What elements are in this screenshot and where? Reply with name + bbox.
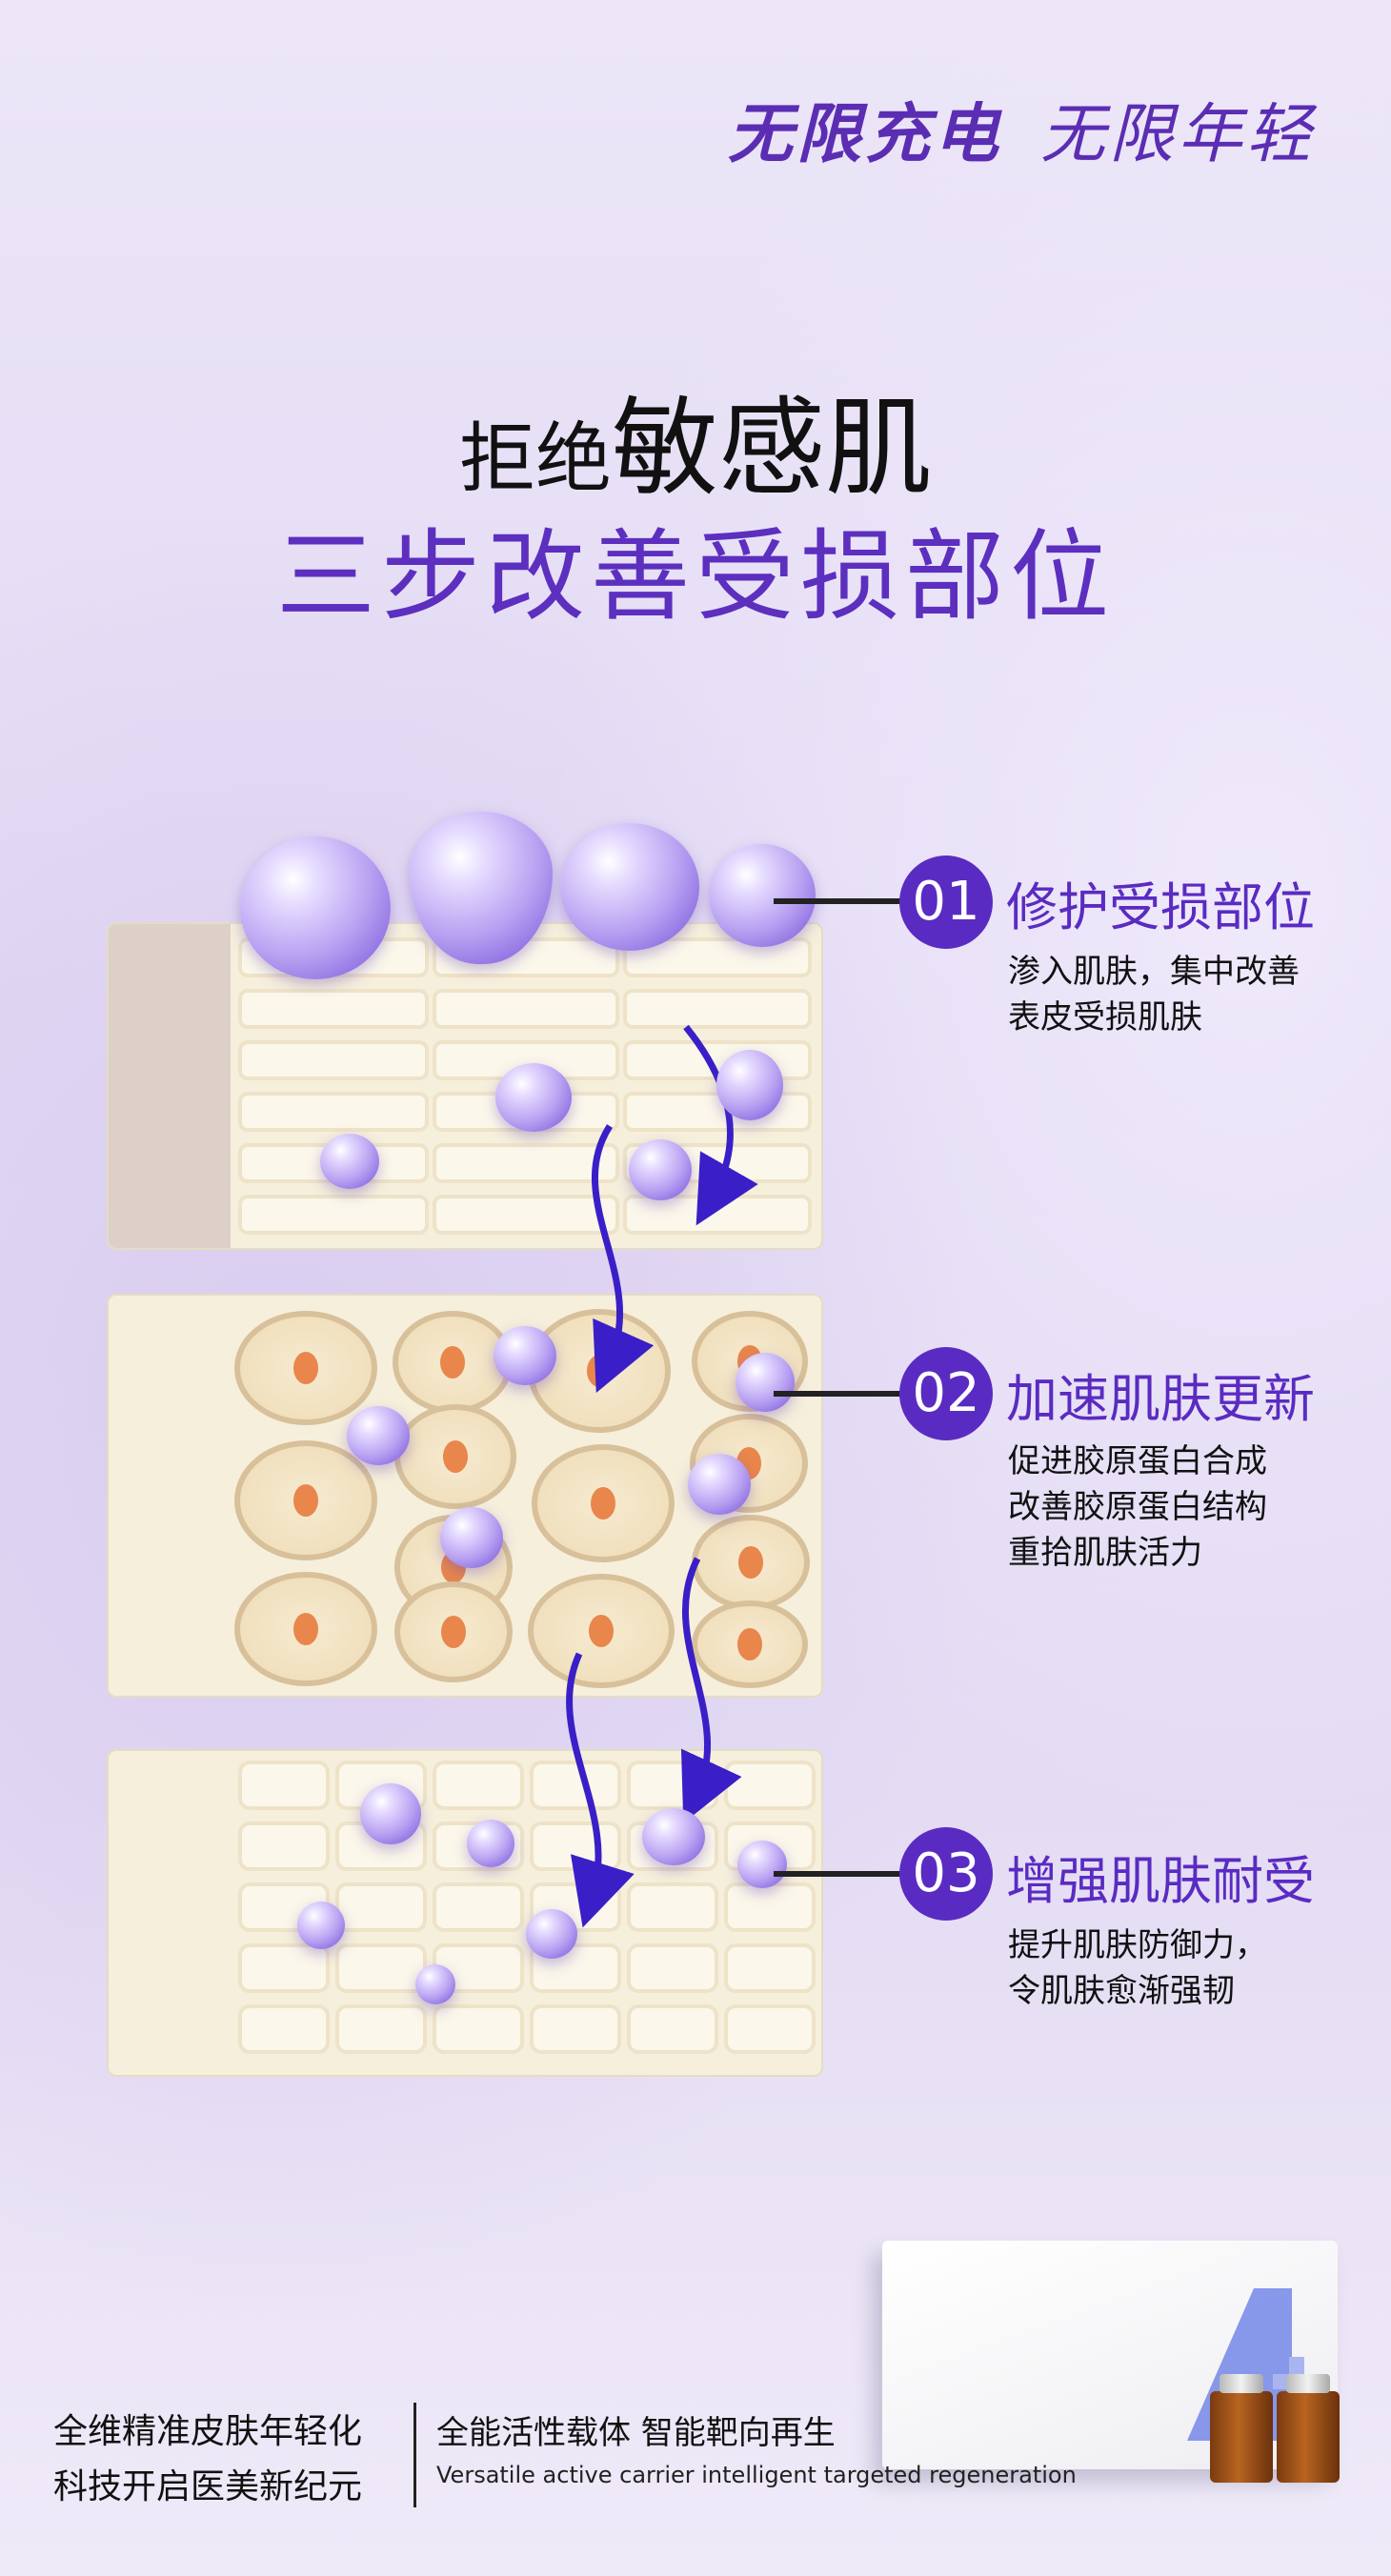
skin-brick — [433, 1143, 619, 1183]
serum-droplet — [440, 1507, 503, 1568]
skin-brick — [238, 1195, 429, 1235]
leader-line — [774, 1391, 913, 1397]
skin-brick — [627, 2004, 718, 2054]
footer-tagline: 全维精准皮肤年轻化 科技开启医美新纪元 — [53, 2412, 363, 2506]
cell-nucleus — [293, 1352, 318, 1384]
serum-droplet — [716, 1050, 783, 1120]
product-label-area — [882, 2254, 1130, 2460]
cell-nucleus — [738, 1546, 763, 1579]
cell-nucleus — [737, 1628, 762, 1660]
slogan-part-1: 无限充电 — [727, 96, 1002, 172]
skin-brick — [238, 989, 429, 1029]
cell-nucleus — [293, 1484, 318, 1517]
skin-cell — [532, 1444, 675, 1562]
cell-nucleus — [591, 1487, 615, 1519]
product-vial — [1277, 2374, 1340, 2483]
cell-nucleus — [441, 1616, 466, 1648]
skin-brick — [433, 1195, 619, 1235]
skin-brick — [238, 1092, 429, 1132]
serum-droplet — [629, 1139, 692, 1200]
slogan-part-2: 无限年轻 — [1039, 97, 1315, 172]
arrow-path — [566, 1652, 635, 1928]
step-3-description: 提升肌肤防御力， 令肌肤愈渐强韧 — [1008, 1926, 1267, 2010]
step-2-badge: 02 — [899, 1347, 993, 1440]
serum-droplet — [297, 1902, 345, 1949]
step-3-badge: 03 — [899, 1827, 993, 1921]
cell-nucleus — [589, 1615, 614, 1647]
step-2-description: 促进胶原蛋白合成 改善胶原蛋白结构 重拾肌肤活力 — [1008, 1442, 1267, 1572]
leader-line — [774, 1871, 913, 1877]
step-2-title: 加速肌肤更新 — [1006, 1369, 1315, 1429]
serum-droplet — [410, 812, 553, 964]
skin-cell — [528, 1574, 675, 1688]
serum-droplet — [560, 823, 699, 951]
serum-droplet — [709, 844, 816, 947]
header-slogan: 无限充电无限年轻 — [728, 81, 1315, 175]
title-line-1: 拒绝敏感肌 — [0, 362, 1391, 516]
leader-line — [774, 898, 913, 904]
skin-brick — [433, 1761, 524, 1810]
serum-droplet — [467, 1820, 514, 1867]
footer-divider — [413, 2403, 416, 2507]
skin-cell — [692, 1515, 810, 1610]
skin-brick — [433, 1882, 524, 1932]
footer-english-text: Versatile active carrier intelligent tar… — [436, 2462, 1077, 2488]
skin-cell — [234, 1572, 377, 1686]
vial-cap — [1220, 2374, 1263, 2393]
serum-droplet — [320, 1134, 379, 1189]
step-1-description: 渗入肌肤，集中改善 表皮受损肌肤 — [1008, 953, 1300, 1036]
skin-brick — [530, 2004, 621, 2054]
skin-brick — [238, 1821, 330, 1871]
product-vial — [1210, 2374, 1273, 2483]
vial-cap — [1286, 2374, 1330, 2393]
serum-droplet — [360, 1783, 421, 1844]
serum-droplet — [495, 1063, 572, 1132]
title-small: 拒绝 — [459, 414, 612, 503]
serum-droplet — [415, 1964, 455, 2004]
skin-brick — [627, 1943, 718, 1993]
serum-droplet — [737, 1841, 787, 1888]
skin-cell — [692, 1600, 808, 1688]
skin-cell — [234, 1440, 377, 1560]
serum-droplet — [240, 836, 391, 979]
footer-subtitle: 全能活性载体 智能靶向再生 — [436, 2414, 836, 2452]
serum-droplet — [642, 1808, 705, 1865]
step-1-title: 修护受损部位 — [1006, 877, 1315, 937]
skin-brick — [724, 2004, 816, 2054]
skin-brick — [238, 2004, 330, 2054]
skin-brick — [724, 1943, 816, 1993]
skin-brick — [238, 1040, 429, 1080]
step-1-badge: 01 — [899, 855, 993, 949]
skin-brick — [627, 1882, 718, 1932]
skin-brick — [238, 1761, 330, 1810]
skin-brick — [433, 2004, 524, 2054]
serum-droplet — [688, 1454, 751, 1515]
serum-droplet — [494, 1326, 556, 1385]
skin-cell — [394, 1581, 513, 1682]
skin-cell — [234, 1311, 377, 1425]
arrow-path — [683, 1024, 758, 1226]
arrow-path — [680, 1557, 742, 1823]
serum-droplet — [347, 1406, 410, 1465]
skin-brick — [530, 1761, 621, 1810]
cell-nucleus — [293, 1613, 318, 1645]
layer-side-shade — [109, 924, 231, 1248]
step-3-title: 增强肌肤耐受 — [1006, 1851, 1315, 1911]
cell-nucleus — [440, 1346, 465, 1379]
serum-droplet — [736, 1353, 795, 1412]
cell-nucleus — [443, 1440, 468, 1473]
serum-droplet — [526, 1909, 577, 1959]
skin-brick — [433, 989, 619, 1029]
title-line-2: 三步改善受损部位 — [275, 518, 1115, 634]
skin-cell — [394, 1404, 516, 1509]
skin-brick — [238, 1943, 330, 1993]
skin-brick — [335, 2004, 427, 2054]
skin-brick — [623, 989, 812, 1029]
skin-brick — [530, 1943, 621, 1993]
title-big: 敏感肌 — [612, 387, 932, 511]
arrow-path — [591, 1124, 655, 1393]
